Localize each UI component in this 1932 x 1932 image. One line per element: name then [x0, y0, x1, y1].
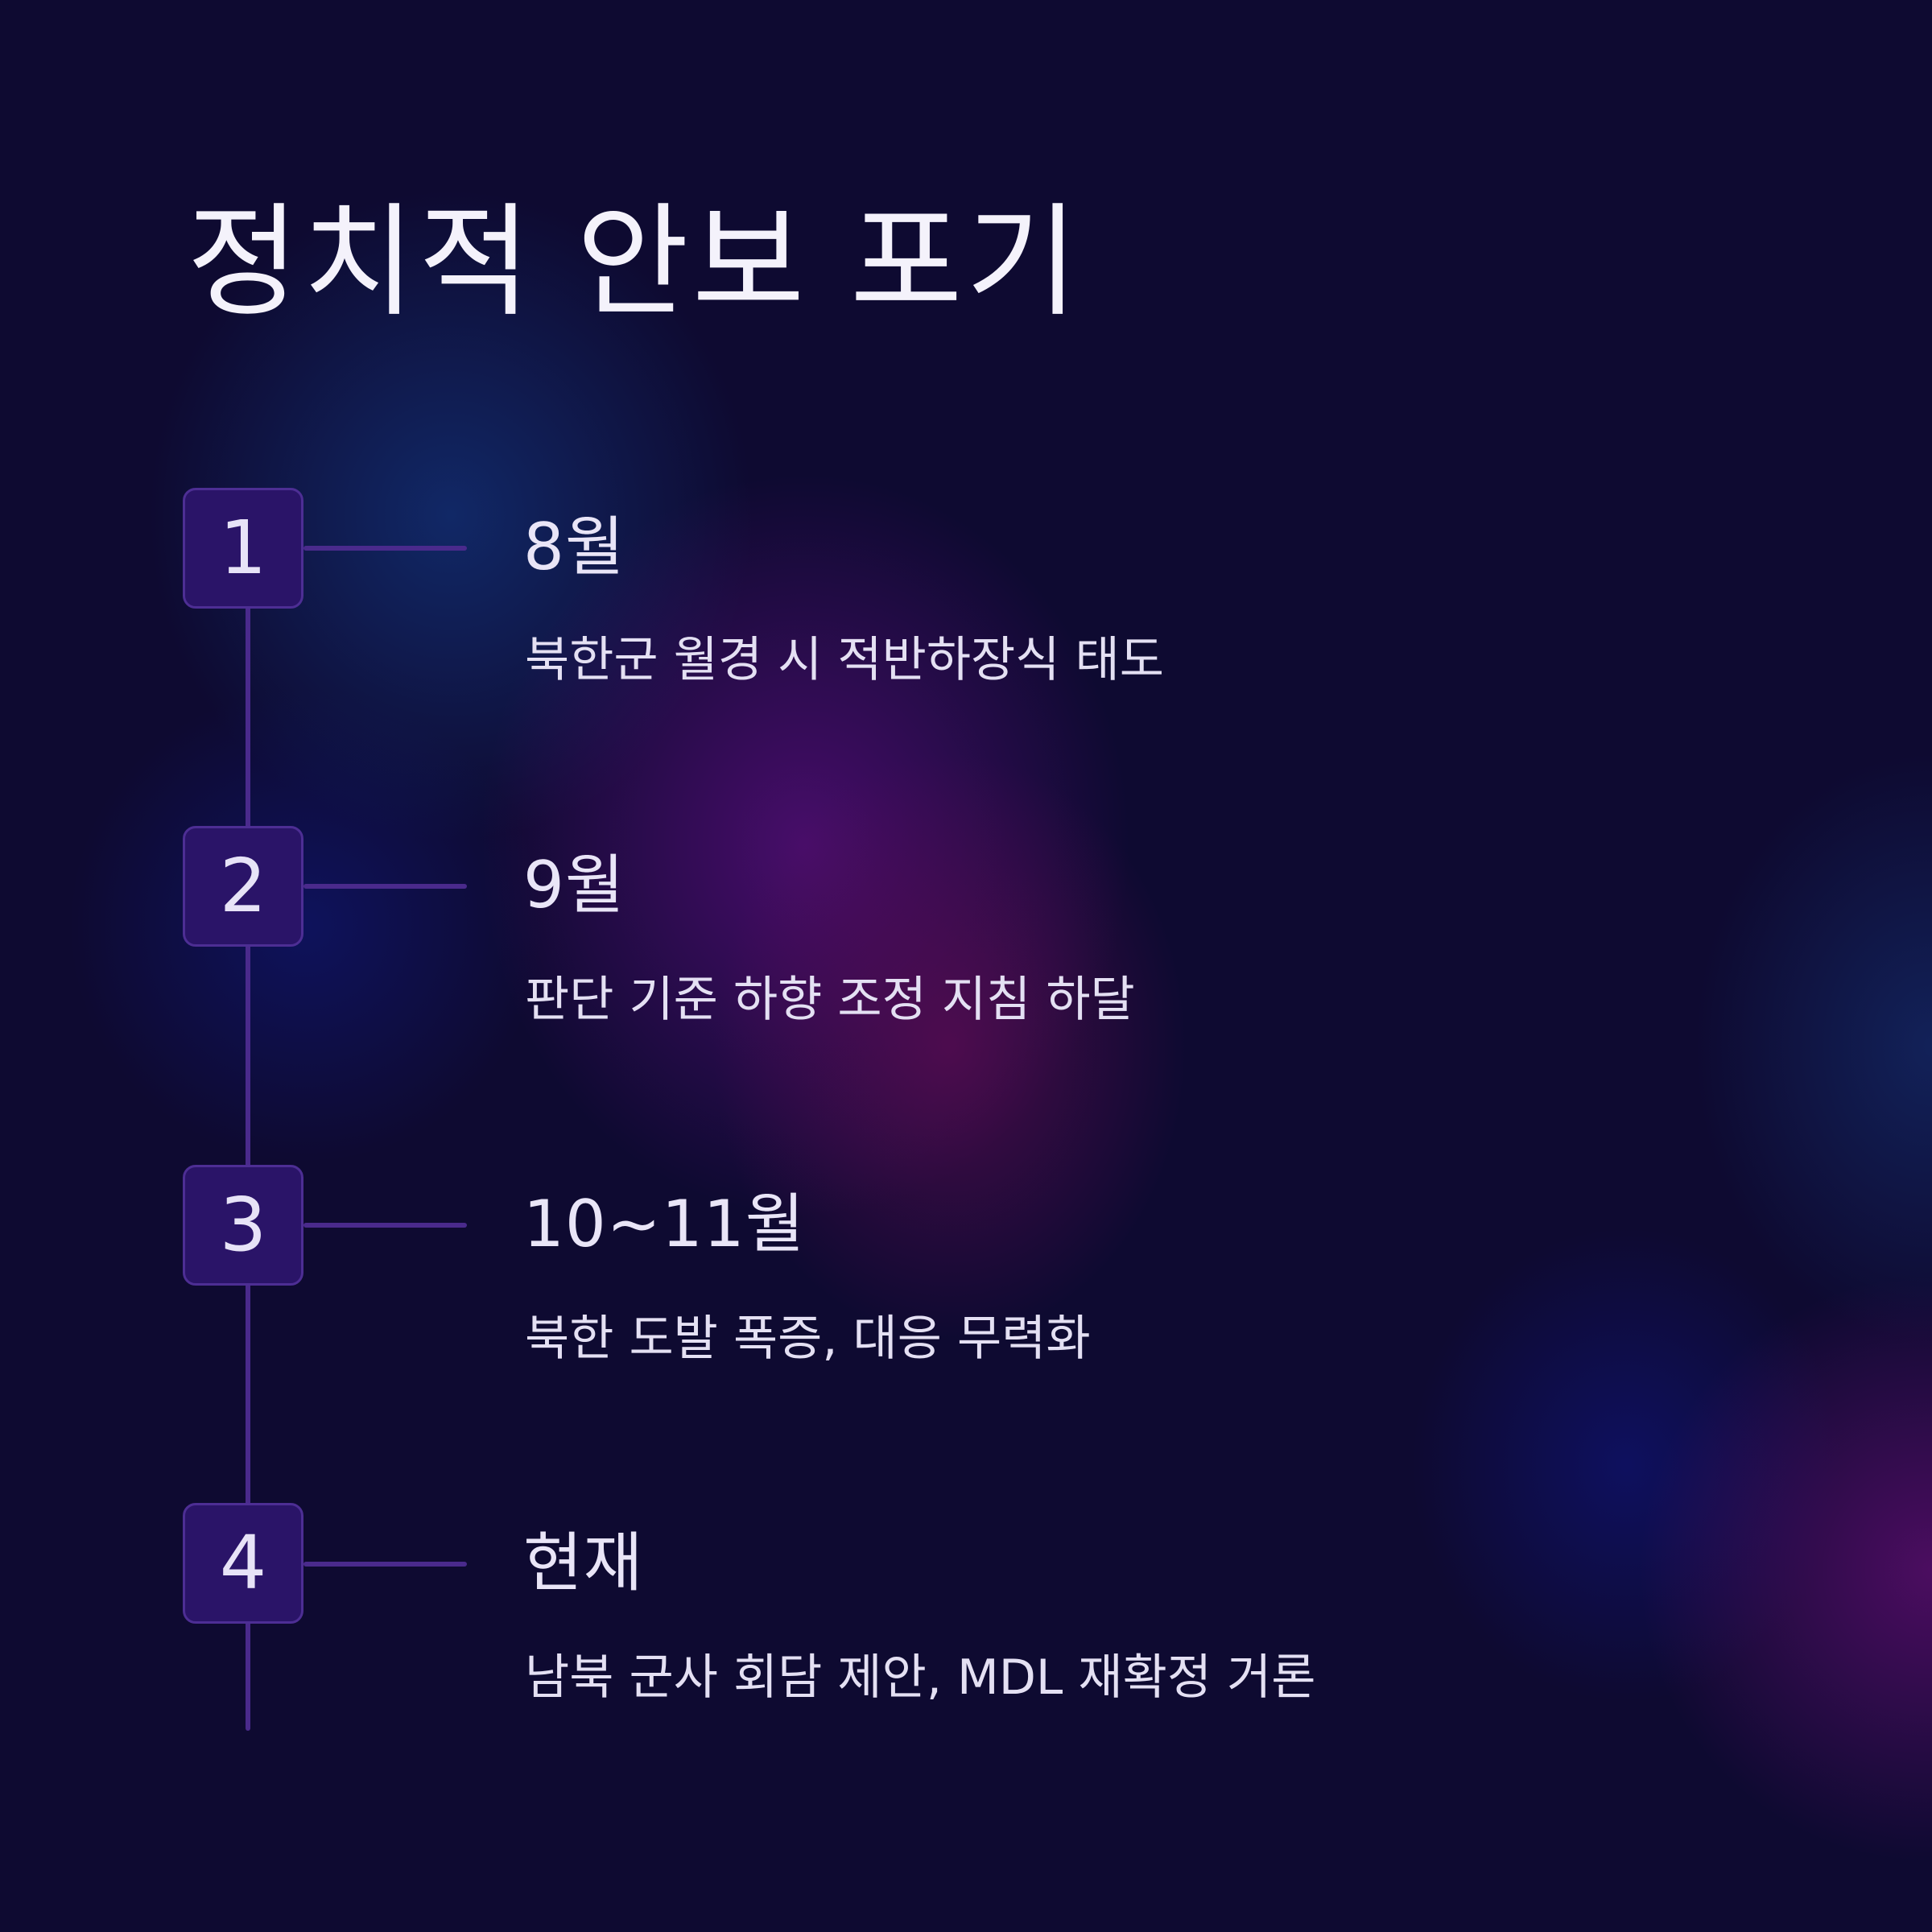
step-date: 10~11월: [523, 1187, 806, 1261]
page-title: 정치적 안보 포기: [187, 191, 1082, 333]
step-description: 남북 군사 회담 제안, MDL 재확정 거론: [525, 1649, 1316, 1706]
step-number-badge: 1: [183, 488, 303, 609]
step-date: 현재: [523, 1525, 644, 1600]
step-date: 9월: [523, 848, 625, 923]
step-number-badge: 2: [183, 826, 303, 947]
step-number-badge: 3: [183, 1165, 303, 1286]
step-description: 북한 도발 폭증, 대응 무력화: [525, 1311, 1091, 1367]
step-connector: [303, 1562, 467, 1567]
step-number-badge: 4: [183, 1503, 303, 1624]
step-description: 판단 기준 하향 조정 지침 하달: [525, 972, 1135, 1028]
step-description: 북한군 월경 시 적반하장식 태도: [525, 632, 1164, 688]
step-date: 8월: [523, 510, 625, 584]
step-connector: [303, 1223, 467, 1228]
step-connector: [303, 546, 467, 551]
step-connector: [303, 884, 467, 889]
timeline-spine: [246, 564, 250, 1731]
